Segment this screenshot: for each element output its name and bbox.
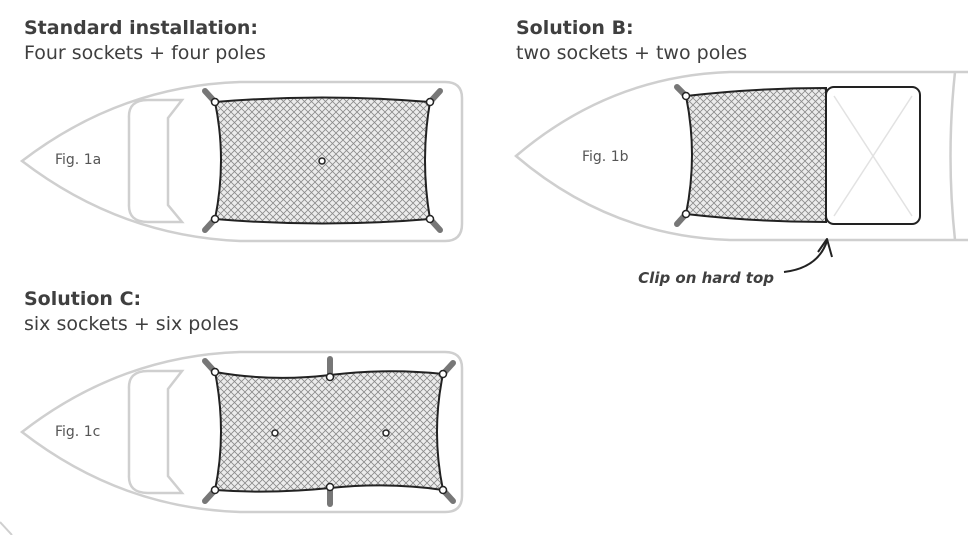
socket: [325, 482, 335, 492]
socket: [210, 214, 220, 224]
hull-outline: [514, 70, 968, 242]
socket: [325, 372, 335, 382]
figure-label-1b: Fig. 1b: [582, 149, 629, 165]
section-b-subtitle: two sockets + two poles: [516, 42, 748, 64]
hull-outline: [19, 80, 464, 243]
figure-label-1c: Fig. 1c: [55, 424, 100, 440]
socket: [438, 369, 448, 379]
sun-net: [213, 370, 445, 493]
hull-stern-edge: [949, 71, 957, 241]
clip-on-hard-top-label: Clip on hard top: [638, 269, 774, 287]
center-ring: [318, 157, 326, 165]
sun-net: [684, 86, 827, 224]
callout-arrow: [783, 240, 828, 273]
center-ring: [271, 429, 279, 437]
socket: [681, 209, 691, 219]
cropped-hull-fragment: [0, 521, 13, 535]
center-ring: [382, 429, 390, 437]
socket: [210, 485, 220, 495]
socket: [425, 214, 435, 224]
section-a-title: Standard installation:: [24, 17, 258, 39]
hull-outline: [19, 350, 464, 514]
socket: [425, 97, 435, 107]
windshield: [127, 98, 185, 224]
boat-fig-1c: Fig. 1c: [19, 350, 464, 514]
windshield: [127, 369, 185, 495]
section-c-title: Solution C:: [24, 288, 142, 310]
section-a-subtitle: Four sockets + four poles: [24, 42, 266, 64]
socket: [438, 485, 448, 495]
socket: [210, 97, 220, 107]
boat-fig-1a: Fig. 1a: [19, 80, 464, 243]
section-b-title: Solution B:: [516, 17, 634, 39]
callout-arrowhead: [817, 238, 833, 258]
socket: [681, 91, 691, 101]
hard-top-cross: [833, 95, 913, 217]
boat-fig-1b: Fig. 1b Clip on hard top: [514, 70, 968, 287]
socket: [210, 367, 220, 377]
figure-label-1a: Fig. 1a: [55, 152, 101, 168]
section-c-subtitle: six sockets + six poles: [24, 313, 239, 335]
